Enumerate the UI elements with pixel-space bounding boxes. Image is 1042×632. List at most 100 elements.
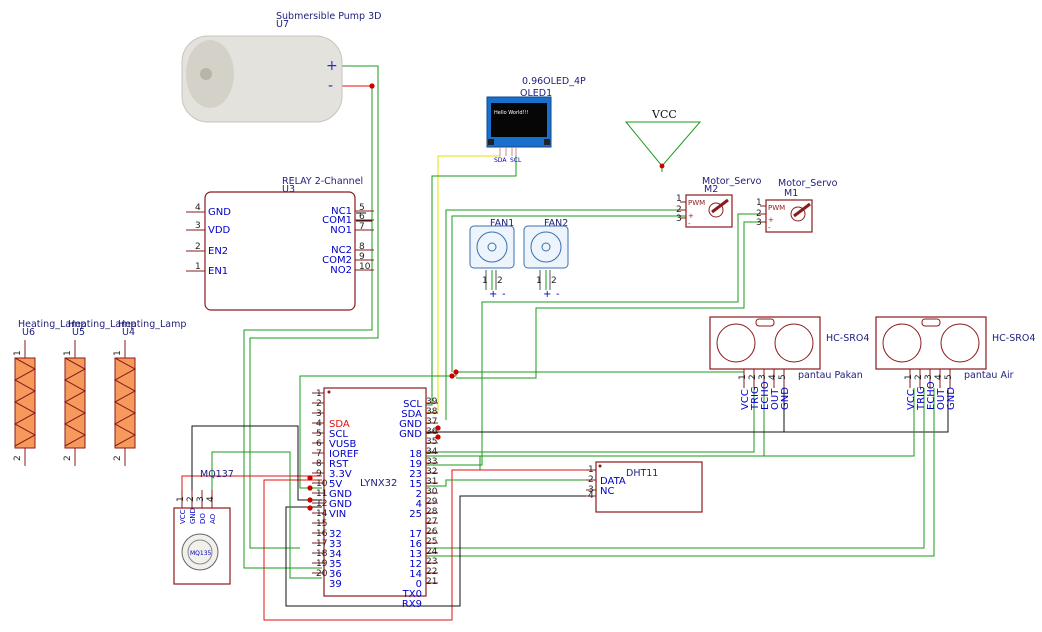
oled-mount-left [488, 139, 494, 145]
mcu-pin-name: SCL [329, 429, 348, 440]
servo-m2-arm [711, 198, 729, 214]
fan1-pin-2: 2 [497, 276, 503, 286]
relay-pin-name: EN1 [208, 266, 228, 277]
wire-relay-com [243, 86, 373, 569]
sr04-pin-name: OUT [770, 388, 781, 410]
relay-pin-number: 4 [195, 203, 201, 213]
fan2-plus: + [543, 289, 551, 300]
servo-m1-pin-3: 3 [756, 218, 762, 228]
relay-pin-name: NC2 [331, 245, 352, 256]
sr04-pin-number: 3 [758, 374, 768, 380]
relay-pin-name: COM2 [322, 255, 352, 266]
servo-m1-arm [793, 202, 811, 218]
dht-pin1-mark [598, 464, 602, 468]
relay-pin-number: 1 [195, 262, 201, 272]
junction-vcc-5v [453, 369, 459, 375]
fan2-leads [539, 270, 551, 290]
mcu-pin-number: 17 [316, 539, 327, 549]
mcu-pin-name: 32 [329, 529, 342, 540]
wire-dht-gnd [285, 495, 592, 607]
lamp-zigzag [113, 357, 137, 447]
lamp-title: Heating_Lamp [68, 319, 136, 330]
mcu-pin-number: 9 [316, 469, 322, 479]
mcu-pin-name: GND [399, 429, 422, 440]
sr04-pin-name: OUT [936, 388, 947, 410]
mcu-pin-number: 18 [316, 549, 328, 559]
mcu-pin-name: RST [329, 459, 349, 470]
wire-oled-scl [426, 150, 517, 406]
mcu-pin-name: SDA [401, 409, 422, 420]
junction-gnd [435, 425, 441, 431]
fan2-hub [541, 242, 551, 252]
fan2-pin-2: 2 [551, 276, 557, 286]
lamp-pin-1: 1 [113, 350, 123, 356]
servo-m1-ref: M1 [784, 188, 798, 199]
sr04-transducer-left [882, 323, 922, 363]
servo-m2-minus: - [688, 220, 691, 228]
vcc-node [659, 163, 665, 169]
mcu-pin-number: 7 [316, 449, 322, 459]
mcu-pin-name: SDA [329, 419, 350, 430]
sr04-pin-number: 1 [904, 374, 914, 380]
lamp-ref: U4 [122, 327, 135, 338]
wire-sr04-air-echo [426, 388, 935, 557]
mq-sensor-inner [187, 539, 213, 565]
mcu-pin-number: 2 [316, 399, 322, 409]
servo-m1-pin-2: 2 [756, 209, 762, 219]
servo-m2-ref: M2 [704, 184, 718, 195]
relay-pin-number: 2 [195, 242, 201, 252]
sr04-body [709, 316, 821, 370]
mcu-pin-number: 27 [426, 517, 437, 527]
dht-pin-number: 1 [588, 465, 594, 475]
oled-pin-sda: SDA [494, 157, 507, 164]
oled-pin-scl: SCL [510, 157, 522, 164]
junction-3v3 [307, 475, 313, 481]
junction-pump [369, 83, 375, 89]
mcu-ref: LYNX32 [360, 478, 397, 489]
relay-pin-name: NC1 [331, 206, 352, 217]
fan2-minus: - [556, 289, 560, 300]
mcu-pin-number: 21 [426, 577, 437, 587]
fan1-hub [487, 242, 497, 252]
vcc-label: VCC [651, 108, 677, 121]
lamp-body [114, 357, 136, 449]
junction-vcc-5v-2 [449, 373, 455, 379]
mcu-pin-name: 14 [409, 569, 422, 580]
mcu-pin-name: 4 [416, 499, 422, 510]
dht-pin-number: 2 [588, 475, 594, 485]
relay-pin-number: 9 [359, 252, 365, 262]
relay-pin-name: NO1 [330, 225, 352, 236]
wire-dht-data [426, 479, 592, 487]
mcu-pin-number: 6 [316, 439, 322, 449]
servo-m2: Motor_Servo M2 PWM + - 1 2 3 [676, 176, 762, 228]
oled-screen [491, 103, 547, 137]
mcu-pin-number: 16 [316, 529, 328, 539]
wire-mq-vcc [181, 475, 322, 496]
mcu-pin-number: 11 [316, 489, 327, 499]
mcu-pin-number: 22 [426, 567, 437, 577]
servo-m2-pin-1: 1 [676, 194, 682, 204]
mcu-pin-name: 2 [416, 489, 422, 500]
mq-pin-name: AO [209, 513, 217, 524]
mcu-pin-name: 36 [329, 569, 342, 580]
wire-dht-vcc [263, 469, 592, 621]
mcu-pin-number: 8 [316, 459, 322, 469]
fan2-pin-1: 1 [536, 276, 542, 286]
sr04-pin-number: 5 [778, 374, 788, 380]
mcu-pin-number: 30 [426, 487, 438, 497]
relay-pin-name: VDD [208, 225, 231, 236]
sr04-pin-number: 1 [738, 374, 748, 380]
lamp-pin-2: 2 [63, 455, 73, 461]
mq-pin-number: 2 [186, 496, 196, 502]
fan2-ref: FAN2 [544, 218, 568, 229]
mcu-pin-name: 13 [409, 549, 422, 560]
servo-m2-pwm: PWM [688, 199, 705, 207]
mq-body [173, 507, 231, 585]
relay-ref: U3 [282, 184, 295, 195]
relay-pin-name: GND [208, 207, 231, 218]
mcu-pin-name: 3.3V [329, 469, 352, 480]
pump-minus: - [328, 78, 333, 94]
sr04-pin-number: 2 [748, 374, 758, 380]
